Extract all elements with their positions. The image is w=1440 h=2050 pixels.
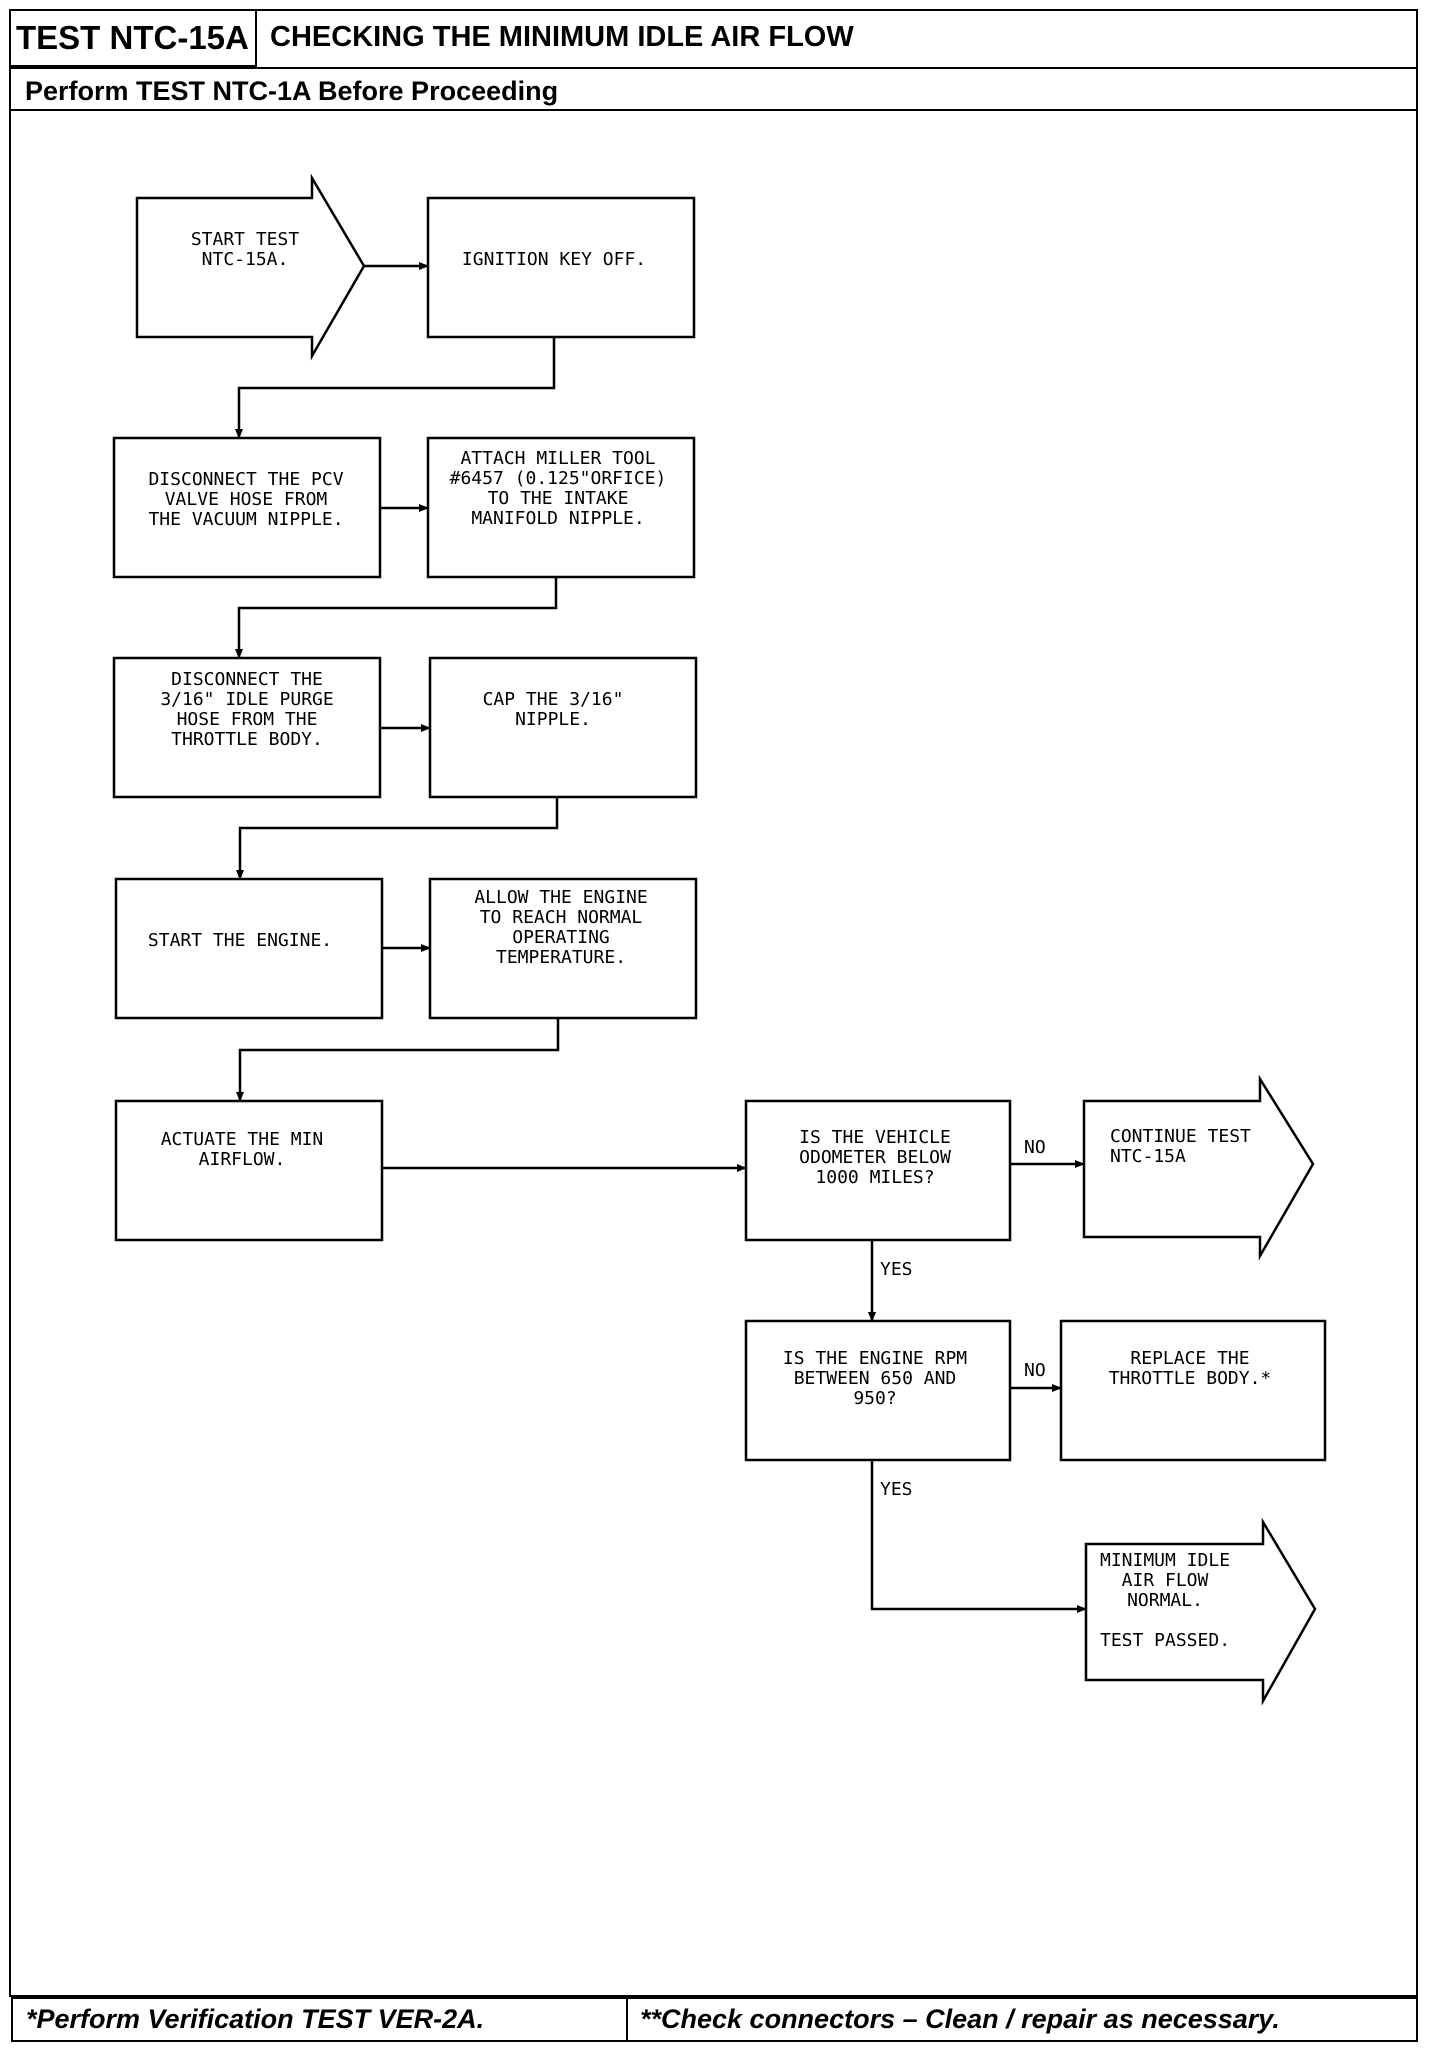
allow-engine-label-line: ALLOW THE ENGINE xyxy=(474,887,647,908)
header-divider xyxy=(9,67,1418,69)
main-frame xyxy=(9,109,1418,1997)
attach-tool-label-line: TO THE INTAKE xyxy=(488,488,629,509)
normal-label-line: TEST PASSED. xyxy=(1100,1630,1230,1651)
allow-engine-label-line: TEMPERATURE. xyxy=(496,947,626,968)
odometer-question-label-line: IS THE VEHICLE xyxy=(799,1127,951,1148)
disconnect-purge-label-line: HOSE FROM THE xyxy=(177,709,318,730)
rpm-question-label-line: 950? xyxy=(853,1388,896,1409)
normal-label-line: NORMAL. xyxy=(1127,1590,1203,1611)
continue-test-shape xyxy=(1082,1074,1315,1261)
no-label-odometer: NO xyxy=(1024,1137,1046,1158)
disconnect-pcv-label-line: THE VACUUM NIPPLE. xyxy=(148,509,343,530)
test-id: TEST NTC-15A xyxy=(16,19,249,56)
continue-test-label-line: NTC-15A xyxy=(1110,1146,1186,1167)
normal-label-line: MINIMUM IDLE xyxy=(1100,1550,1230,1571)
yes-label-rpm: YES xyxy=(880,1479,913,1500)
actuate-label-line: ACTUATE THE MIN xyxy=(161,1129,324,1150)
attach-tool-label-line: MANIFOLD NIPPLE. xyxy=(471,508,644,529)
footer-note-left: *Perform Verification TEST VER-2A. xyxy=(26,2004,485,2034)
yes-label-odometer: YES xyxy=(880,1259,913,1280)
start-engine-label: START THE ENGINE. xyxy=(148,930,332,951)
cap-nipple-label: CAP THE 3/16"NIPPLE. xyxy=(483,689,624,730)
no-label-rpm: NO xyxy=(1024,1360,1046,1381)
allow-engine-label-line: OPERATING xyxy=(512,927,610,948)
footer-divider xyxy=(626,1997,628,2042)
footer-frame xyxy=(11,1997,1418,2042)
odometer-question-label-line: ODOMETER BELOW xyxy=(799,1147,951,1168)
disconnect-purge-label-line: THROTTLE BODY. xyxy=(171,729,323,750)
connector-allow-actuate xyxy=(236,1018,560,1102)
disconnect-purge-label-line: DISCONNECT THE xyxy=(171,669,323,690)
page-title: CHECKING THE MINIMUM IDLE AIR FLOW xyxy=(270,21,854,53)
start-label-line: NTC-15A. xyxy=(202,249,289,270)
normal-label-line: AIR FLOW xyxy=(1122,1570,1209,1591)
replace-label-line: THROTTLE BODY.* xyxy=(1109,1368,1272,1389)
connector-attach-purge xyxy=(235,577,558,659)
normal-shape xyxy=(1084,1517,1317,1706)
attach-tool-label-line: ATTACH MILLER TOOL xyxy=(460,448,655,469)
attach-tool-box xyxy=(426,436,696,579)
actuate-box xyxy=(114,1099,384,1242)
start-engine-label-line: START THE ENGINE. xyxy=(148,930,332,951)
rpm-question-label-line: BETWEEN 650 AND xyxy=(794,1368,957,1389)
replace-box xyxy=(1059,1319,1327,1462)
connector-ignition-disconnect xyxy=(235,337,556,439)
attach-tool-label: ATTACH MILLER TOOL#6457 (0.125"ORFICE)TO… xyxy=(450,448,667,529)
connector-rpm-yes xyxy=(870,1460,1087,1613)
attach-tool-label-line: #6457 (0.125"ORFICE) xyxy=(450,468,667,489)
disconnect-pcv-label-line: VALVE HOSE FROM xyxy=(165,489,328,510)
connector-cap-start xyxy=(236,797,559,880)
disconnect-purge-box xyxy=(112,656,382,799)
ignition-label: IGNITION KEY OFF. xyxy=(462,249,646,270)
allow-engine-label-line: TO REACH NORMAL xyxy=(480,907,643,928)
rpm-question-label-line: IS THE ENGINE RPM xyxy=(783,1348,967,1369)
footer-note-right: **Check connectors – Clean / repair as n… xyxy=(640,2004,1280,2034)
rpm-question-box xyxy=(744,1319,1012,1462)
test-id-box xyxy=(9,9,257,67)
odometer-question-box xyxy=(744,1099,1012,1242)
cap-nipple-label-line: CAP THE 3/16" xyxy=(483,689,624,710)
start-shape xyxy=(135,173,366,361)
disconnect-pcv-label-line: DISCONNECT THE PCV xyxy=(148,469,343,490)
ignition-box xyxy=(426,196,696,339)
continue-test-label-line: CONTINUE TEST xyxy=(1110,1126,1251,1147)
disconnect-purge-label-line: 3/16" IDLE PURGE xyxy=(160,689,333,710)
allow-engine-box xyxy=(428,877,698,1020)
disconnect-pcv-box xyxy=(112,436,382,579)
page-subtitle: Perform TEST NTC-1A Before Proceeding xyxy=(25,76,559,106)
replace-label-line: REPLACE THE xyxy=(1130,1348,1249,1369)
start-engine-box xyxy=(114,877,384,1020)
ignition-label-line: IGNITION KEY OFF. xyxy=(462,249,646,270)
cap-nipple-label-line: NIPPLE. xyxy=(515,709,591,730)
actuate-label-line: AIRFLOW. xyxy=(199,1149,286,1170)
start-label-line: START TEST xyxy=(191,229,300,250)
odometer-question-label-line: 1000 MILES? xyxy=(815,1167,934,1188)
